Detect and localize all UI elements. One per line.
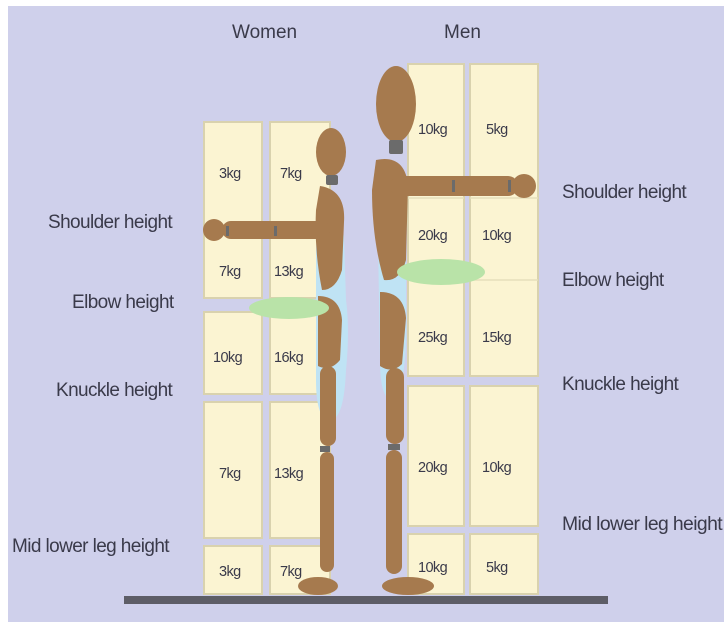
men-weight-elbow-right: 10kg xyxy=(482,228,512,244)
woman-hand xyxy=(203,219,225,241)
women-weight-knuckle-right: 16kg xyxy=(274,350,304,366)
woman-head xyxy=(316,128,346,176)
women-weight-floor-right: 7kg xyxy=(280,564,302,580)
man-thigh xyxy=(386,368,404,444)
men-weight-elbow-left: 20kg xyxy=(418,228,448,244)
men-weight-knuckle-left: 25kg xyxy=(418,330,448,346)
man-neck xyxy=(389,140,403,154)
man-foot xyxy=(382,577,434,595)
man-head xyxy=(376,66,416,142)
women-weight-leg-right: 13kg xyxy=(274,466,304,482)
men-weight-knuckle-right: 15kg xyxy=(482,330,512,346)
man-hand xyxy=(512,174,536,198)
women-weight-shoulder-left: 3kg xyxy=(219,166,241,182)
man-elbow-joint xyxy=(452,180,455,192)
men-box-grid xyxy=(408,64,538,594)
right-label-knuckle: Knuckle height xyxy=(562,374,680,395)
woman-thigh xyxy=(320,366,336,446)
woman-knee-joint xyxy=(320,446,330,452)
woman-elbow-joint xyxy=(274,226,277,236)
women-weight-elbow-left: 7kg xyxy=(219,264,241,280)
woman-elbow-zone xyxy=(249,297,329,319)
men-header: Men xyxy=(444,22,481,43)
woman-shin xyxy=(320,452,334,572)
left-label-mid-lower-leg: Mid lower leg height xyxy=(12,536,170,557)
men-weight-floor-right: 5kg xyxy=(486,560,508,576)
man-elbow-zone xyxy=(397,259,485,285)
floor-line xyxy=(124,596,608,604)
men-weight-leg-right: 10kg xyxy=(482,460,512,476)
men-weight-leg-left: 20kg xyxy=(418,460,448,476)
woman-foot xyxy=(298,577,338,595)
men-box-leg-left xyxy=(408,386,464,526)
woman-wrist-joint xyxy=(226,226,229,236)
woman-neck xyxy=(326,175,338,185)
women-weight-shoulder-right: 7kg xyxy=(280,166,302,182)
right-label-elbow: Elbow height xyxy=(562,270,665,291)
men-weight-shoulder-left: 10kg xyxy=(418,122,448,138)
man-knee-joint xyxy=(388,444,400,450)
man-shin xyxy=(386,450,402,574)
men-box-leg-right xyxy=(470,386,538,526)
women-weight-knuckle-left: 10kg xyxy=(213,350,243,366)
women-header: Women xyxy=(232,22,297,43)
man-wrist-joint xyxy=(508,180,511,192)
left-label-elbow: Elbow height xyxy=(72,292,175,313)
women-weight-floor-left: 3kg xyxy=(219,564,241,580)
left-label-shoulder: Shoulder height xyxy=(48,212,173,233)
men-weight-shoulder-right: 5kg xyxy=(486,122,508,138)
right-label-shoulder: Shoulder height xyxy=(562,182,687,203)
women-weight-elbow-right: 13kg xyxy=(274,264,304,280)
men-weight-floor-left: 10kg xyxy=(418,560,448,576)
man-hips xyxy=(380,292,406,370)
right-label-mid-lower-leg: Mid lower leg height xyxy=(562,514,723,535)
left-label-knuckle: Knuckle height xyxy=(56,380,174,401)
women-weight-leg-left: 7kg xyxy=(219,466,241,482)
